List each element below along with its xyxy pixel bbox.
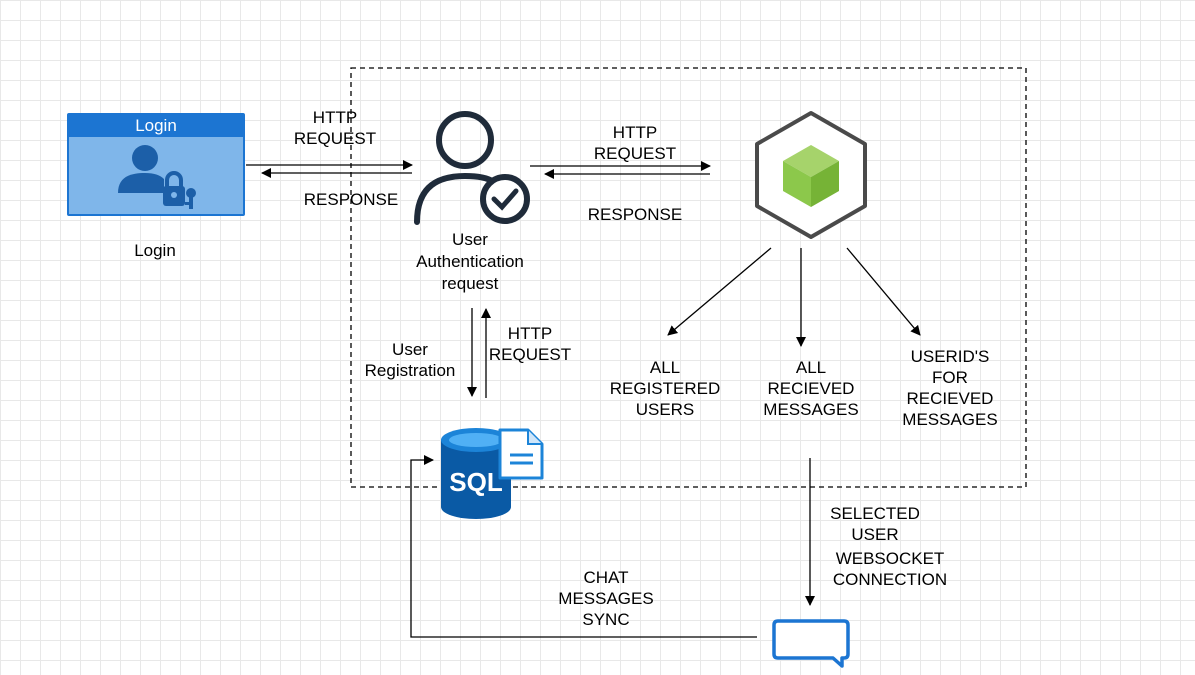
output-label-line: ALL [649,358,681,377]
output-label-line: RECIEVED [906,389,994,408]
chat-sync-label: CHAT MESSAGES SYNC [546,567,666,630]
db-http-request-label: HTTP REQUEST [470,323,590,365]
output-label-line: MESSAGES [902,410,998,429]
edge-label-line: USER [851,525,899,544]
nodejs-cube-icon [755,111,867,239]
userids-label: USERID'S FOR RECIEVED MESSAGES [880,346,1020,430]
received-messages-label: ALL RECIEVED MESSAGES [741,357,881,420]
auth-label: User Authentication request [400,229,540,295]
login-title: Login [69,115,243,137]
output-label-line: USERID'S [910,347,990,366]
login-panel: Login [67,113,245,216]
sql-text: SQL [449,467,503,497]
output-label-line: RECIEVED [767,379,855,398]
edge-label-line: SELECTED [830,504,920,523]
user-check-icon [414,111,530,225]
edge-label-line: CONNECTION [832,570,948,589]
output-label-line: ALL [795,358,827,377]
server-http-request-label: HTTP REQUEST [575,122,695,164]
auth-label-line: Authentication [416,252,524,271]
edge-label-line: MESSAGES [558,589,654,608]
edge-label-line: SYNC [582,610,630,629]
login-response-label: RESPONSE [291,189,411,210]
selected-user-label: SELECTED USER [815,503,935,545]
chat-bubble-icon [772,619,850,668]
edge-label-line: REQUEST [488,345,572,364]
edge-label-line: REQUEST [293,129,377,148]
output-label-line: REGISTERED [609,379,721,398]
auth-label-line: request [441,274,499,293]
server-response-label: RESPONSE [575,204,695,225]
chat-sync-arrow [410,455,757,638]
edge-label-line: RESPONSE [303,190,399,209]
registered-users-label: ALL REGISTERED USERS [595,357,735,420]
edge-label-line: HTTP [507,324,553,343]
edge-label-line: User [392,340,428,359]
edge-label-line: HTTP [612,123,658,142]
server-to-registered-users-arrow [667,247,772,336]
auth-label-line: User [452,230,488,249]
login-caption: Login [115,240,195,261]
output-label-line: FOR [932,368,968,387]
sql-database-icon: SQL [441,428,544,519]
output-label-line: USERS [635,400,695,419]
server-to-userids-arrow [846,247,921,336]
edge-label-line: HTTP [312,108,358,127]
edge-label-line: RESPONSE [587,205,683,224]
user-registration-label: User Registration [350,339,470,381]
login-caption-text: Login [134,241,176,260]
output-label-line: MESSAGES [763,400,859,419]
websocket-label: WEBSOCKET CONNECTION [815,548,965,590]
edge-label-line: Registration [364,361,456,380]
login-http-request-label: HTTP REQUEST [275,107,395,149]
edge-label-line: REQUEST [593,144,677,163]
system-boundary [350,67,1027,488]
edge-label-line: CHAT [583,568,629,587]
user-lock-icon [118,145,196,209]
edge-label-line: WEBSOCKET [835,549,945,568]
